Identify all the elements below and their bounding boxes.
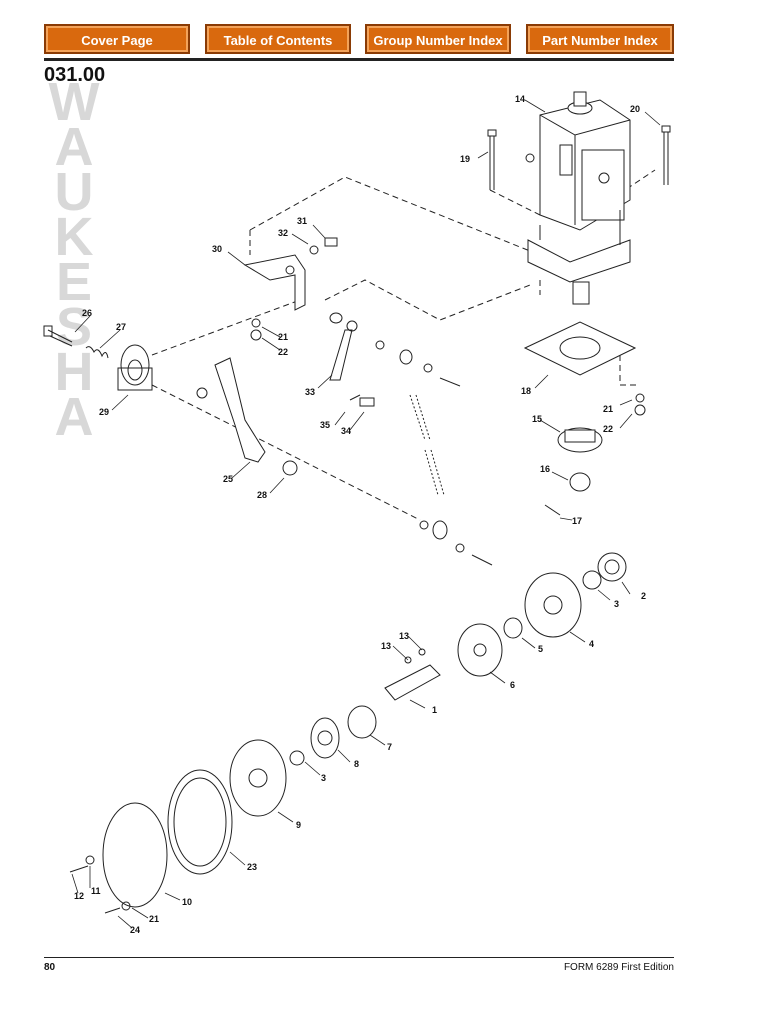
svg-text:27: 27 (116, 322, 126, 332)
svg-text:30: 30 (212, 244, 222, 254)
svg-text:4: 4 (589, 639, 594, 649)
svg-text:6: 6 (510, 680, 515, 690)
table-of-contents-button[interactable]: Table of Contents (205, 24, 351, 54)
svg-text:17: 17 (572, 516, 582, 526)
svg-text:21: 21 (278, 332, 288, 342)
svg-text:3: 3 (614, 599, 619, 609)
svg-text:21: 21 (149, 914, 159, 924)
part-number-index-button[interactable]: Part Number Index (526, 24, 674, 54)
hand-lever (214, 357, 266, 463)
footer-rule (44, 957, 674, 958)
svg-text:2: 2 (641, 591, 646, 601)
svg-text:16: 16 (540, 464, 550, 474)
svg-text:8: 8 (354, 759, 359, 769)
header-rule (44, 58, 674, 61)
svg-text:14: 14 (515, 94, 525, 104)
page-number: 80 (44, 962, 56, 973)
svg-text:5: 5 (538, 644, 543, 654)
svg-text:19: 19 (460, 154, 470, 164)
svg-text:18: 18 (521, 386, 531, 396)
svg-text:24: 24 (130, 925, 140, 935)
svg-text:12: 12 (74, 891, 84, 901)
group-number-index-button[interactable]: Group Number Index (365, 24, 511, 54)
form-number: FORM 6289 First Edition (563, 962, 674, 973)
callout-labels: 14 20 19 31 32 30 26 27 21 22 33 18 21 2… (74, 94, 646, 935)
svg-text:32: 32 (278, 228, 288, 238)
mounting-plate (523, 321, 637, 376)
svg-text:13: 13 (381, 641, 391, 651)
bolts-top (487, 125, 671, 190)
cover-page-button[interactable]: Cover Page (44, 24, 190, 54)
governor-housing (525, 91, 631, 305)
svg-text:10: 10 (182, 897, 192, 907)
svg-text:31: 31 (297, 216, 307, 226)
svg-text:35: 35 (320, 420, 330, 430)
svg-text:23: 23 (247, 862, 257, 872)
svg-text:22: 22 (278, 347, 288, 357)
svg-text:11: 11 (91, 886, 101, 896)
svg-text:22: 22 (603, 424, 613, 434)
section-number: 031.00 (44, 64, 106, 86)
svg-text:15: 15 (532, 414, 542, 424)
brand-watermark: W A U K E S H A (48, 72, 100, 447)
svg-text:21: 21 (603, 404, 613, 414)
svg-text:26: 26 (82, 308, 92, 318)
svg-text:9: 9 (296, 820, 301, 830)
svg-text:33: 33 (305, 387, 315, 397)
svg-text:34: 34 (341, 426, 351, 436)
svg-text:1: 1 (432, 705, 437, 715)
svg-text:25: 25 (223, 474, 233, 484)
svg-text:3: 3 (321, 773, 326, 783)
svg-text:7: 7 (387, 742, 392, 752)
svg-text:28: 28 (257, 490, 267, 500)
bracket (243, 254, 306, 311)
svg-text:29: 29 (99, 407, 109, 417)
svg-text:13: 13 (399, 631, 409, 641)
svg-text:20: 20 (630, 104, 640, 114)
